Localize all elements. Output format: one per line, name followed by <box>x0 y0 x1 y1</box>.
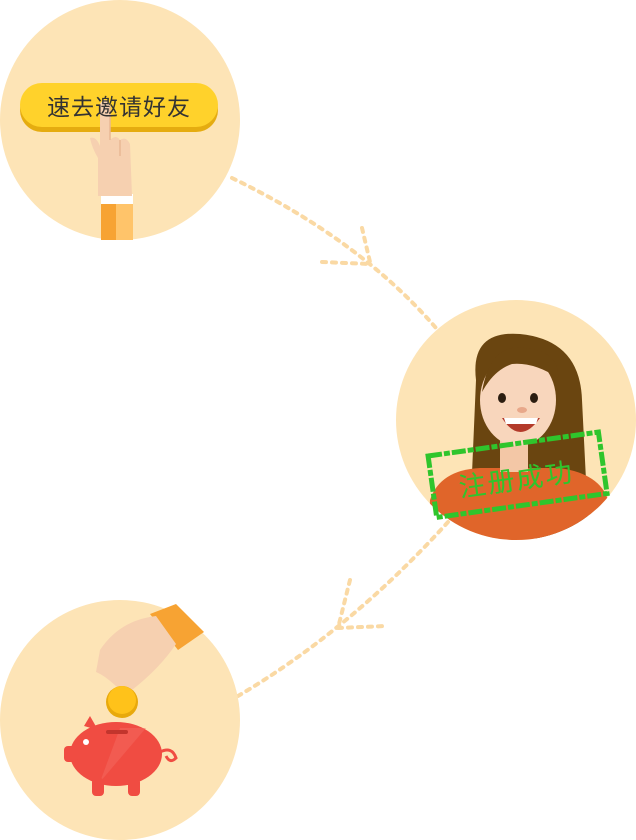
reward-illustration <box>0 600 240 840</box>
stamp-icon <box>425 429 610 521</box>
dotted-path-register-to-reward <box>236 520 450 698</box>
sleeve-reward <box>150 604 204 650</box>
giving-hand-icon <box>96 616 176 690</box>
face <box>480 354 556 446</box>
register-illustration <box>396 300 636 540</box>
invite-button-shape <box>20 83 218 127</box>
invite-friends-button[interactable]: 速去邀请好友 <box>47 95 191 121</box>
reward-circle-bg <box>0 600 240 840</box>
invite-illustration <box>0 0 240 240</box>
piggy-bank-icon <box>64 716 178 796</box>
dotted-path-invite-to-register <box>230 176 438 330</box>
pointing-hand-icon <box>90 100 132 196</box>
